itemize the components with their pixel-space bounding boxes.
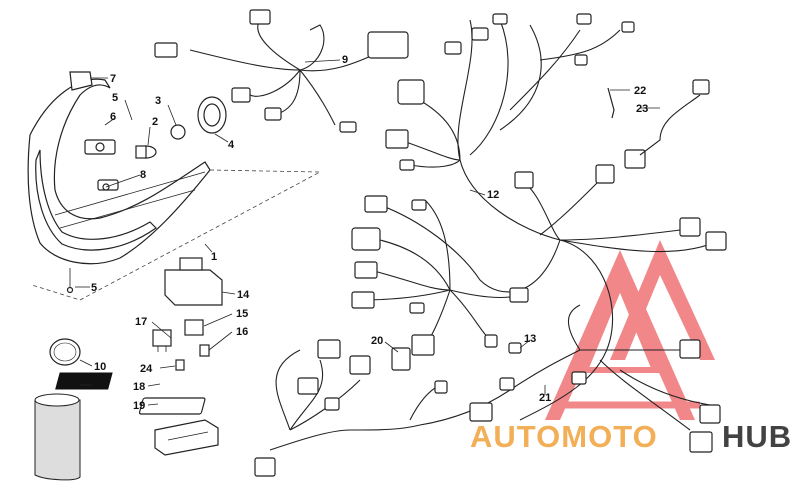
callout-3: 3 bbox=[155, 95, 161, 107]
mini-fuse-icon bbox=[175, 359, 185, 371]
callout-6: 6 bbox=[110, 111, 116, 123]
callout-1: 1 bbox=[211, 251, 217, 263]
callout-15: 15 bbox=[236, 308, 248, 320]
callout-11: 11 bbox=[94, 380, 106, 392]
callout-22: 22 bbox=[634, 85, 646, 97]
protective-sleeve-icon bbox=[34, 393, 81, 481]
callout-10: 10 bbox=[94, 361, 106, 373]
assembly-outline bbox=[31, 169, 322, 301]
rubber-boot-icon bbox=[197, 96, 227, 134]
callout-17: 17 bbox=[135, 316, 147, 328]
callout-14: 14 bbox=[237, 289, 250, 301]
rear-harness-drawing bbox=[254, 304, 721, 477]
callout-labels: 1 2 3 4 5 5 6 7 8 9 10 11 12 13 14 15 16… bbox=[91, 54, 648, 412]
relay-icon bbox=[184, 319, 204, 336]
bulb-clip-icon bbox=[170, 124, 186, 140]
callout-13: 13 bbox=[524, 333, 536, 345]
callout-5-lower: 5 bbox=[91, 282, 97, 294]
fuse-icon bbox=[199, 344, 210, 357]
callout-19: 19 bbox=[133, 400, 145, 412]
watermark-logo-icon bbox=[545, 240, 715, 420]
callout-21: 21 bbox=[539, 392, 551, 404]
headlight-bulb-icon bbox=[135, 145, 157, 159]
callout-7: 7 bbox=[110, 73, 116, 85]
callout-20: 20 bbox=[371, 335, 383, 347]
mini-relay-icon bbox=[152, 329, 172, 352]
callout-23: 23 bbox=[636, 103, 648, 115]
fuse-box-cover-icon bbox=[138, 397, 206, 415]
watermark-brand-suffix: HUB bbox=[722, 419, 792, 454]
callout-8: 8 bbox=[140, 169, 146, 181]
relay-box-icon bbox=[164, 257, 223, 306]
watermark-text: AUTOMOTO HUB bbox=[470, 419, 792, 454]
fuse-panel-icon bbox=[55, 372, 113, 390]
callout-9: 9 bbox=[342, 54, 348, 66]
callout-12: 12 bbox=[487, 189, 499, 201]
harness-connectors bbox=[351, 13, 727, 371]
leader-lines bbox=[75, 59, 660, 406]
callout-5-upper: 5 bbox=[112, 92, 118, 104]
main-wiring-harness-drawing bbox=[359, 19, 721, 421]
callout-4: 4 bbox=[228, 139, 235, 151]
headlight-harness-drawing bbox=[154, 9, 409, 133]
watermark-brand-word: AUTOMOTO bbox=[470, 419, 658, 454]
clamp-ring-icon bbox=[49, 338, 81, 366]
callout-24: 24 bbox=[140, 363, 153, 375]
callout-2: 2 bbox=[152, 116, 158, 128]
front-fairing-drawing bbox=[27, 71, 211, 294]
callout-18: 18 bbox=[133, 381, 145, 393]
callout-16: 16 bbox=[236, 326, 248, 338]
fuse-box-icon bbox=[154, 419, 219, 456]
